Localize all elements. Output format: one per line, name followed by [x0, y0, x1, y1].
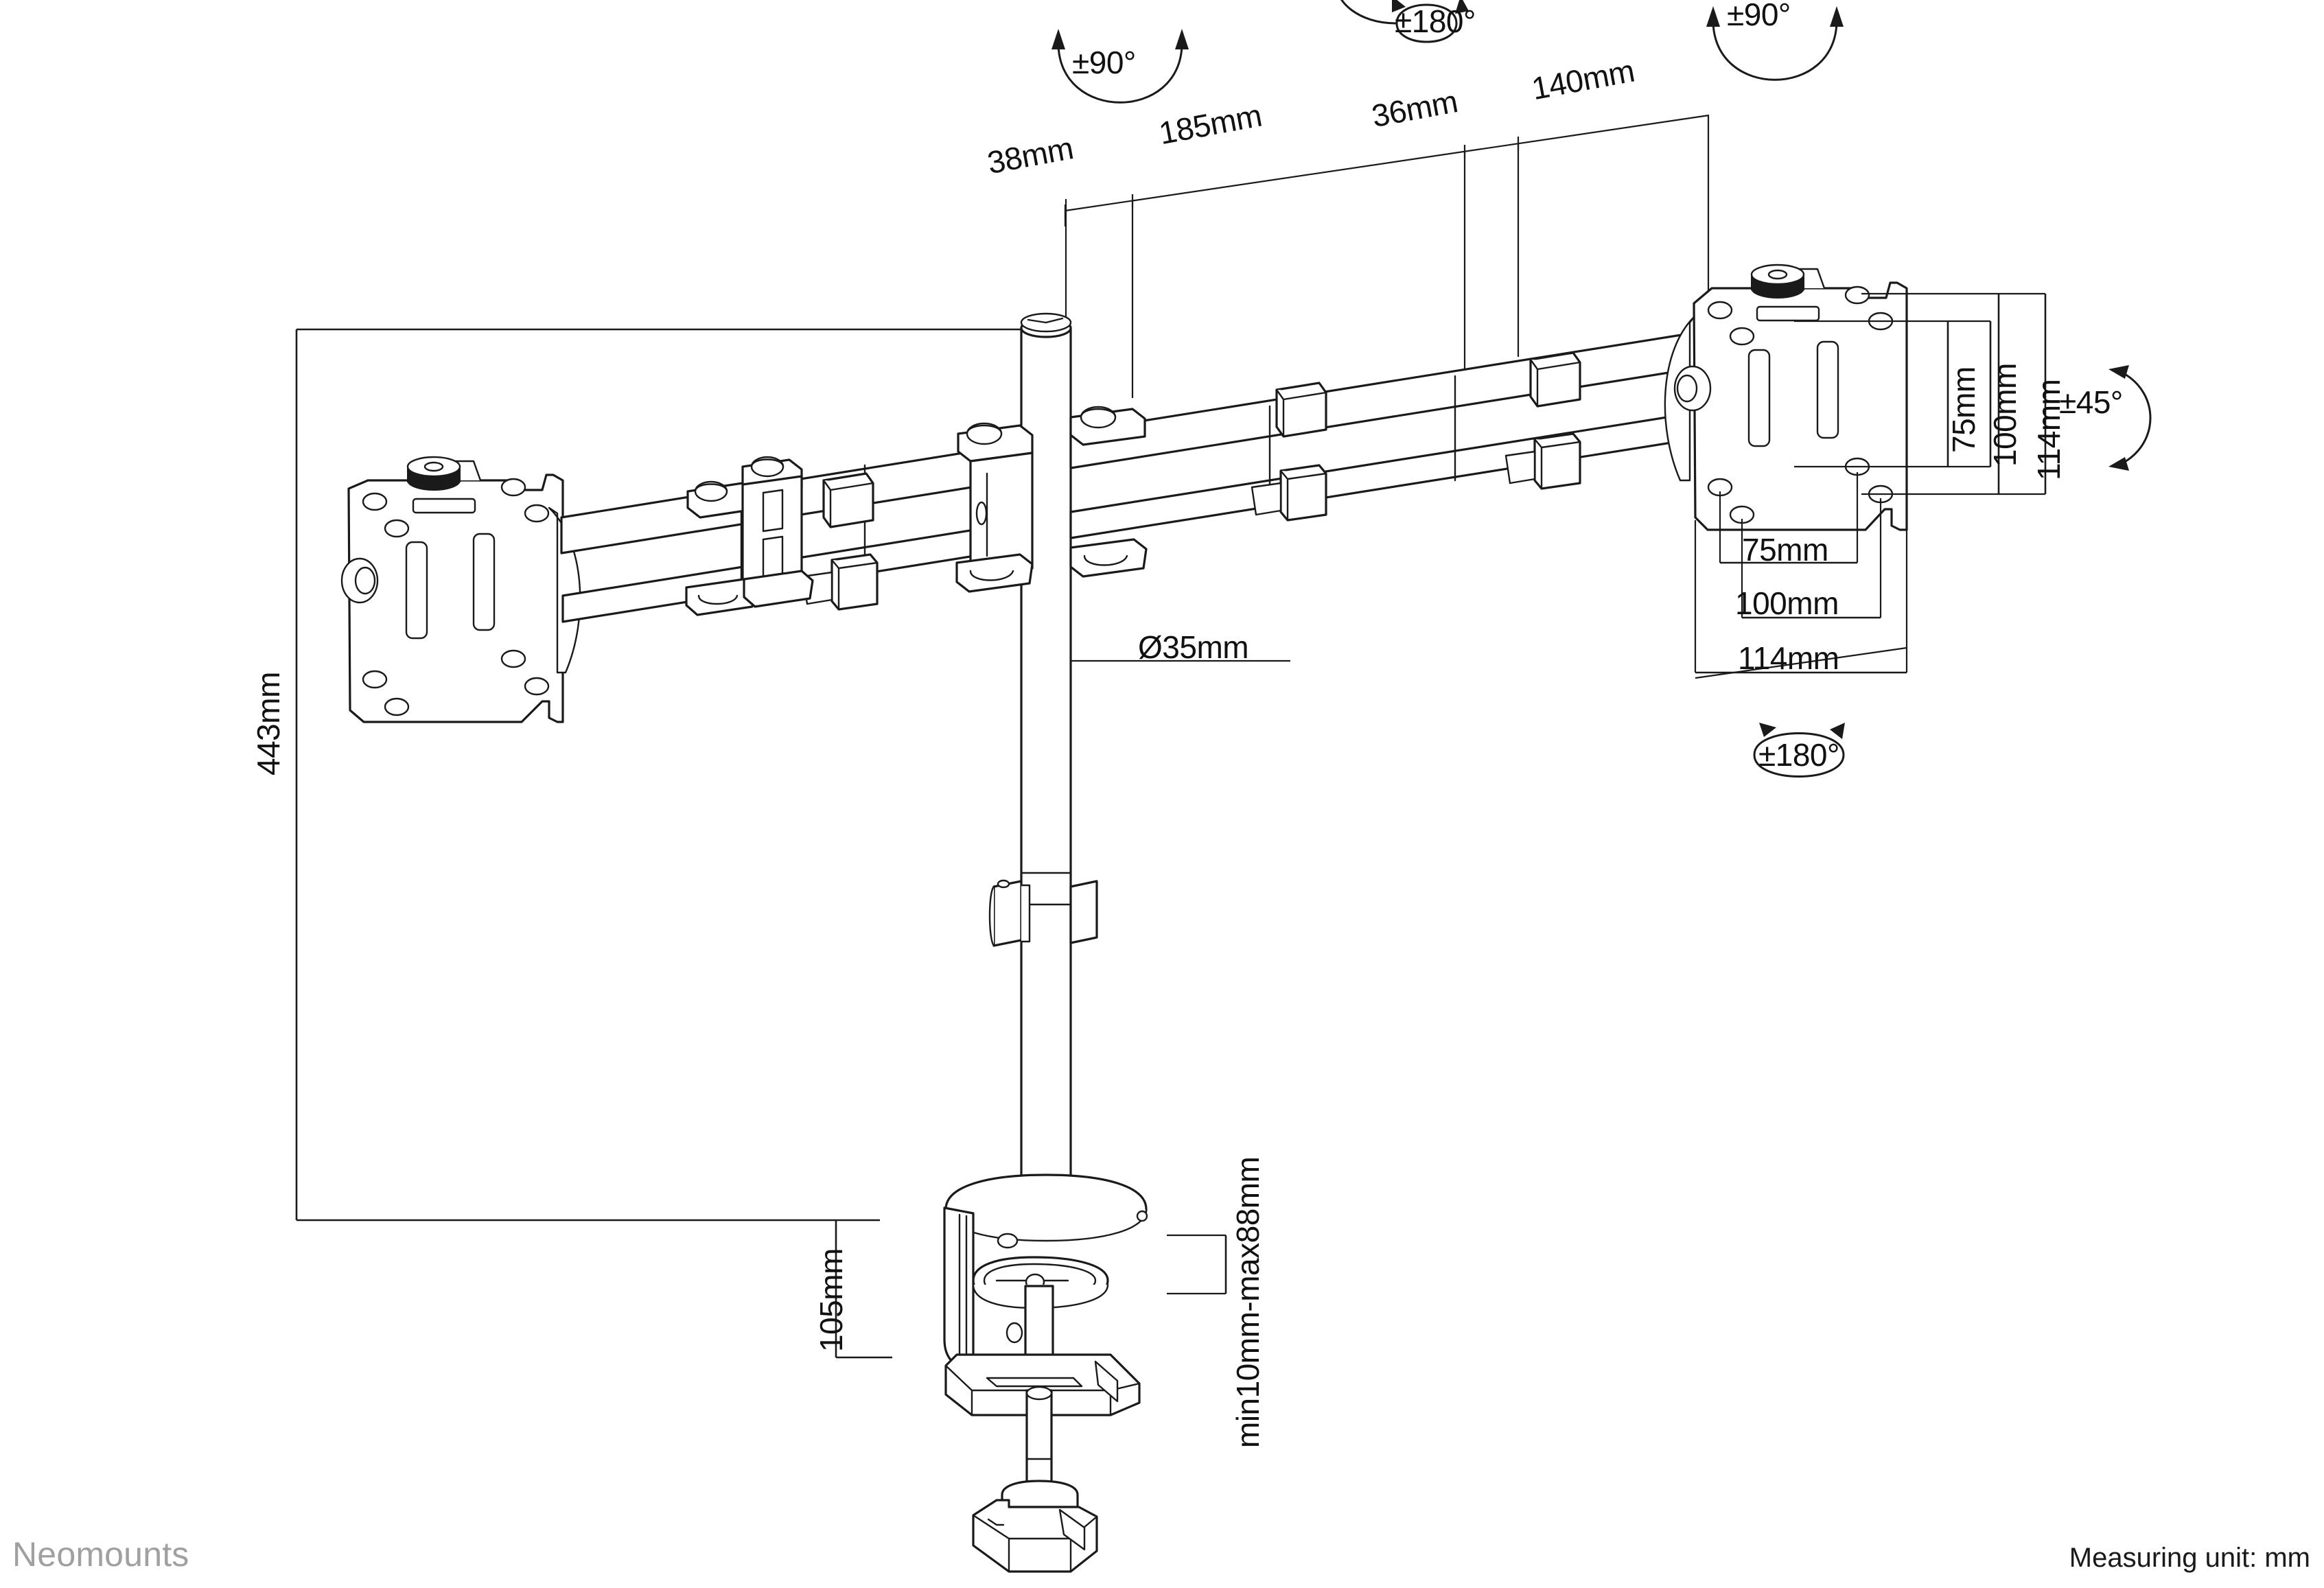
- right-arm-segment: [1069, 334, 1686, 539]
- dimension-label-vesa-v-100mm: 100mm: [1987, 363, 2023, 467]
- arc-rot-180-plate: [1753, 723, 1845, 778]
- dimension-vesa-horizontal: [1694, 472, 1908, 679]
- dimension-label-vesa-h-75mm: 75mm: [1742, 532, 1828, 568]
- dimension-label-105mm: 105mm: [813, 1248, 849, 1352]
- dimension-105mm: [835, 1220, 892, 1359]
- arc-rot-90-left: [1051, 29, 1189, 104]
- left-pivot-joint: [685, 456, 814, 616]
- left-thumbscrew-knob: [406, 456, 476, 514]
- rotation-label-90-left: ±90°: [1072, 45, 1136, 80]
- brand-logo: Neomounts: [12, 1535, 189, 1574]
- arc-rot-90-right: [1706, 6, 1844, 81]
- right-vesa-plate: [1664, 268, 1908, 531]
- rotation-label-45-tilt: ±45°: [2059, 384, 2123, 420]
- dimension-label-pole-diameter: Ø35mm: [1138, 629, 1249, 665]
- rotation-label-90-right: ±90°: [1727, 0, 1791, 32]
- dimension-label-desk-thickness: min10mm-max88mm: [1230, 1156, 1266, 1448]
- measuring-unit-note: Measuring unit: mm: [2069, 1543, 2310, 1573]
- dimension-label-443mm: 443mm: [251, 672, 286, 775]
- center-pole: [988, 312, 1098, 1211]
- rotation-label-180-plate: ±180°: [1758, 737, 1839, 773]
- center-pivot-cluster: [955, 406, 1148, 593]
- dimension-vesa-vertical: [1794, 292, 2047, 495]
- right-thumbscrew-knob: [1750, 264, 1820, 322]
- arc-rot-180-mid: [1340, 0, 1469, 43]
- dimension-label-vesa-v-75mm: 75mm: [1946, 366, 1982, 453]
- desk-clamp-assembly: [943, 1174, 1148, 1573]
- dimension-443mm: [295, 328, 1023, 1222]
- dimension-label-vesa-h-100mm: 100mm: [1735, 585, 1839, 621]
- dimension-label-vesa-h-114mm: 114mm: [1738, 640, 1839, 676]
- dimension-chain-top: [1064, 114, 1710, 398]
- arc-rot-45-tilt: [2108, 365, 2152, 471]
- leader-desk-thickness: [1167, 1234, 1227, 1295]
- rotation-label-180-mid: ±180°: [1395, 3, 1476, 39]
